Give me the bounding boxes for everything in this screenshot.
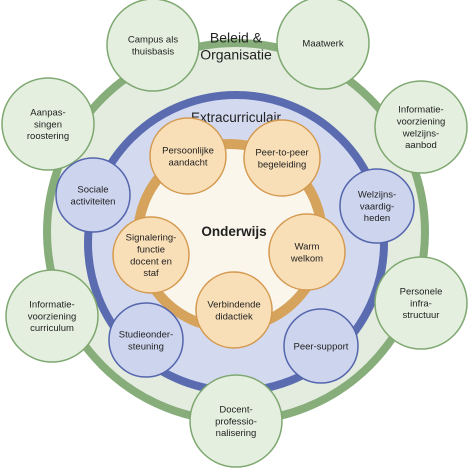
outer-node-circle (5, 269, 99, 363)
inner-node-circle (149, 117, 227, 195)
outer-node-label-line: structuur (403, 310, 440, 321)
inner-node-circle (195, 271, 273, 349)
outer-node-label-line: roostering (27, 131, 69, 142)
outer-node-label: Docent-professio-nalisering (215, 404, 257, 439)
outer-node-label-line: thuisbasis (132, 46, 174, 57)
outer-node-label-line: professio- (215, 416, 257, 427)
middle-ring-title-line: Extracurriculair (191, 110, 282, 125)
outer-node-circle (1, 77, 95, 171)
middle-node-label: Studieonder-steuning (119, 329, 173, 352)
outer-node-label-line: Docent- (219, 404, 252, 415)
outer-ring-title-line: Organisatie (200, 47, 272, 63)
outer-node-circle (374, 256, 468, 350)
middle-node-welzijns: Welzijns-vaardig-heden (339, 168, 415, 244)
middle-node-circle (339, 168, 415, 244)
inner-node-circle (268, 213, 346, 291)
middle-node-label-line: heden (364, 213, 390, 224)
outer-ring-title-line: Beleid & (210, 30, 263, 46)
outer-node-label: Maatwerk (302, 38, 343, 49)
inner-node-label-line: Warm (295, 241, 320, 252)
outer-node-label-line: Aanpas- (30, 108, 65, 119)
outer-node-circle (276, 0, 370, 90)
middle-node-label: Welzijns-vaardig-heden (358, 189, 396, 224)
inner-node-label-line: didactiek (215, 311, 253, 322)
middle-node-circle (283, 308, 359, 384)
outer-node-label-line: curriculum (30, 323, 74, 334)
outer-ring-title: Beleid &Organisatie (200, 30, 272, 63)
inner-ring-title-line: Onderwijs (201, 224, 266, 239)
inner-node-label-line: Verbindende (207, 299, 260, 310)
inner-node-label-line: welkom (290, 253, 323, 264)
outer-node-label-line: Personele (400, 286, 443, 297)
outer-node-label-line: singen (34, 119, 62, 130)
outer-node-label-line: voorziening (397, 116, 446, 127)
inner-node-label-line: functie (137, 244, 165, 255)
middle-node-label-line: Welzijns- (358, 189, 396, 200)
inner-node-label-line: docent en (130, 256, 172, 267)
inner-node-label-line: Peer-to-peer (255, 147, 308, 158)
outer-node-label-line: Informatie- (29, 299, 74, 310)
outer-node-label-line: voorziening (28, 311, 77, 322)
outer-node-docent: Docent-professio-nalisering (189, 374, 283, 468)
outer-node-label-line: infra- (410, 298, 432, 309)
middle-node-studie: Studieonder-steuning (108, 302, 184, 378)
middle-node-label-line: Peer-support (294, 341, 349, 352)
inner-node-circle (112, 216, 190, 294)
outer-node-label-line: Campus als (128, 34, 178, 45)
outer-node-label-line: Informatie- (398, 105, 443, 116)
outer-node-label-line: welzijns- (402, 128, 439, 139)
inner-node-label-line: begeleiding (258, 159, 307, 170)
middle-node-circle (108, 302, 184, 378)
inner-node-circle (243, 119, 321, 197)
inner-node-label-line: Signalering- (126, 233, 177, 244)
middle-ring-title: Extracurriculair (191, 110, 282, 125)
inner-node-label-line: staf (143, 268, 159, 279)
outer-node-label-line: Maatwerk (302, 38, 343, 49)
outer-node-circle (106, 0, 200, 92)
middle-node-peer-support: Peer-support (283, 308, 359, 384)
middle-node-circle (55, 157, 131, 233)
middle-node-label-line: activiteiten (71, 196, 116, 207)
middle-node-label-line: Studieonder- (119, 329, 173, 340)
middle-node-label-line: Sociale (77, 184, 108, 195)
inner-node-label-line: aandacht (168, 157, 207, 168)
inner-node-label-line: Persoonlijke (162, 145, 214, 156)
outer-node-label-line: nalisering (216, 428, 257, 439)
middle-node-label-line: vaardig- (360, 201, 394, 212)
middle-node-label-line: steuning (128, 341, 164, 352)
outer-node-circle (189, 374, 283, 468)
outer-node-circle (374, 80, 468, 174)
middle-node-label: Peer-support (294, 341, 349, 352)
inner-ring-title: Onderwijs (201, 224, 266, 239)
outer-node-label-line: aanbod (405, 140, 437, 151)
outer-node-maatwerk: Maatwerk (276, 0, 370, 90)
